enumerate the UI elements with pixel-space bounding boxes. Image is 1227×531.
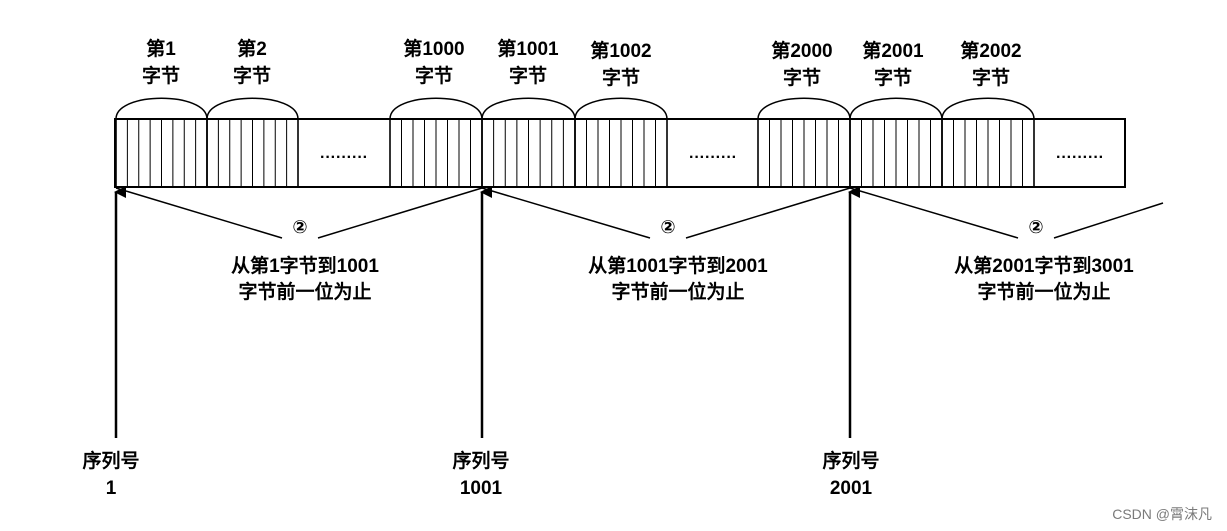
byte-brace bbox=[941, 97, 1035, 120]
sequence-label-1001-title: 序列号 bbox=[452, 449, 509, 472]
ellipsis-2: ········· bbox=[689, 149, 737, 166]
byte-label-2001-line2: 字节 bbox=[874, 66, 912, 89]
sequence-label-2001-value: 2001 bbox=[830, 478, 873, 499]
ellipsis-3: ········· bbox=[1056, 149, 1104, 166]
segment-markers: ② ② ② bbox=[292, 217, 1043, 237]
bracket-3-right bbox=[1053, 202, 1164, 239]
byte-label-1001-line1: 第1001 bbox=[497, 37, 559, 60]
byte-brace bbox=[574, 97, 668, 120]
bracket-2-right bbox=[685, 187, 851, 239]
sequence-label-1-value: 1 bbox=[106, 478, 117, 499]
byte-label-1-line1: 第1 bbox=[146, 37, 176, 60]
byte-brace bbox=[115, 97, 208, 120]
circle-marker-2: ② bbox=[660, 217, 675, 237]
sequence-label-1-title: 序列号 bbox=[82, 449, 139, 472]
byte-label-1001-line2: 字节 bbox=[509, 64, 547, 87]
segment-brackets bbox=[115, 187, 1164, 239]
byte-braces bbox=[115, 97, 1035, 120]
circle-marker-1: ② bbox=[292, 217, 307, 237]
range-1-line1: 从第1字节到1001 bbox=[231, 254, 379, 277]
byte-label-1002-line1: 第1002 bbox=[590, 39, 651, 62]
byte-label-1-line2: 字节 bbox=[142, 64, 180, 87]
byte-labels: 第1 字节 第2 字节 第1000 字节 第1001 字节 第1002 字节 第… bbox=[142, 37, 1022, 89]
byte-label-2000-line2: 字节 bbox=[783, 66, 821, 89]
byte-label-2-line2: 字节 bbox=[233, 64, 271, 87]
byte-label-1002-line2: 字节 bbox=[602, 66, 640, 89]
bracket-3-left bbox=[849, 187, 1019, 239]
byte-label-2-line1: 第2 bbox=[237, 37, 267, 60]
byte-label-2002-line1: 第2002 bbox=[960, 39, 1021, 62]
byte-label-1000-line2: 字节 bbox=[415, 64, 453, 87]
byte-label-2001-line1: 第2001 bbox=[862, 39, 924, 62]
range-1-line2: 字节前一位为止 bbox=[238, 280, 371, 303]
byte-label-2000-line1: 第2000 bbox=[771, 39, 832, 62]
bracket-2-left bbox=[481, 187, 651, 239]
range-2-line1: 从第1001字节到2001 bbox=[588, 254, 768, 277]
byte-brace bbox=[481, 97, 576, 120]
range-descriptions: 从第1字节到1001 字节前一位为止 从第1001字节到2001 字节前一位为止… bbox=[231, 254, 1134, 303]
watermark: CSDN @霄沫凡 bbox=[1112, 506, 1212, 522]
bracket-1-right bbox=[317, 187, 483, 239]
ellipsis-marks: ········· ········· ········· bbox=[320, 149, 1104, 166]
ellipsis-1: ········· bbox=[320, 149, 368, 166]
sequence-label-2001-title: 序列号 bbox=[822, 449, 879, 472]
byte-label-1000-line1: 第1000 bbox=[403, 37, 464, 60]
byte-brace bbox=[389, 97, 483, 120]
circle-marker-3: ② bbox=[1028, 217, 1043, 237]
range-2-line2: 字节前一位为止 bbox=[611, 280, 744, 303]
range-3-line1: 从第2001字节到3001 bbox=[954, 254, 1134, 277]
sequence-labels: 序列号 1 序列号 1001 序列号 2001 bbox=[82, 449, 879, 499]
bracket-1-left bbox=[115, 187, 283, 239]
byte-stream-bar bbox=[114, 118, 1126, 188]
byte-brace bbox=[849, 97, 943, 120]
range-3-line2: 字节前一位为止 bbox=[977, 280, 1110, 303]
byte-hatch-lines bbox=[115, 119, 1035, 187]
byte-brace bbox=[206, 97, 299, 120]
sequence-arrows bbox=[114, 186, 860, 438]
byte-label-2002-line2: 字节 bbox=[972, 66, 1010, 89]
sequence-label-1001-value: 1001 bbox=[460, 478, 503, 499]
byte-brace bbox=[757, 97, 851, 120]
